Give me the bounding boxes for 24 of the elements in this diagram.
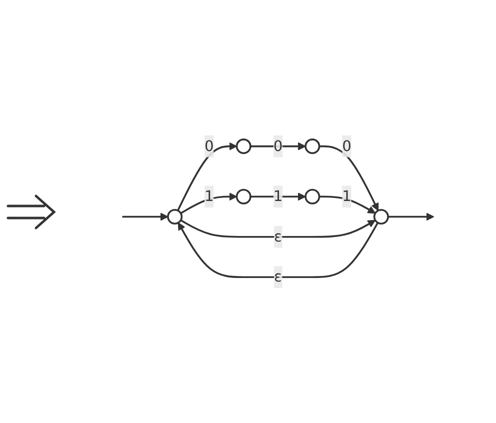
arrow: [177, 142, 238, 211]
arrow: [250, 142, 306, 150]
arrow: [319, 195, 376, 214]
node-circle: [236, 188, 252, 204]
node-circle: [167, 208, 183, 224]
node-circle: [373, 208, 389, 224]
node-circle: [236, 138, 252, 154]
arrow: [388, 212, 434, 221]
arrow: [178, 222, 379, 278]
edge-label: 1: [342, 187, 352, 205]
arrow: [122, 212, 168, 221]
edge-label: 1: [273, 187, 283, 205]
edge-label: ε: [274, 228, 282, 245]
node-circle: [304, 138, 320, 154]
edge-label: ε: [274, 268, 282, 286]
arrow: [319, 145, 379, 211]
arrow: [250, 192, 306, 200]
arrow: [180, 219, 376, 238]
edge-label: 0: [204, 136, 214, 154]
arrow: [180, 192, 238, 214]
edge-label: 1: [204, 187, 214, 205]
node-circle: [304, 188, 320, 204]
edge-label: 0: [342, 136, 352, 154]
edge-label: 0: [273, 136, 283, 154]
